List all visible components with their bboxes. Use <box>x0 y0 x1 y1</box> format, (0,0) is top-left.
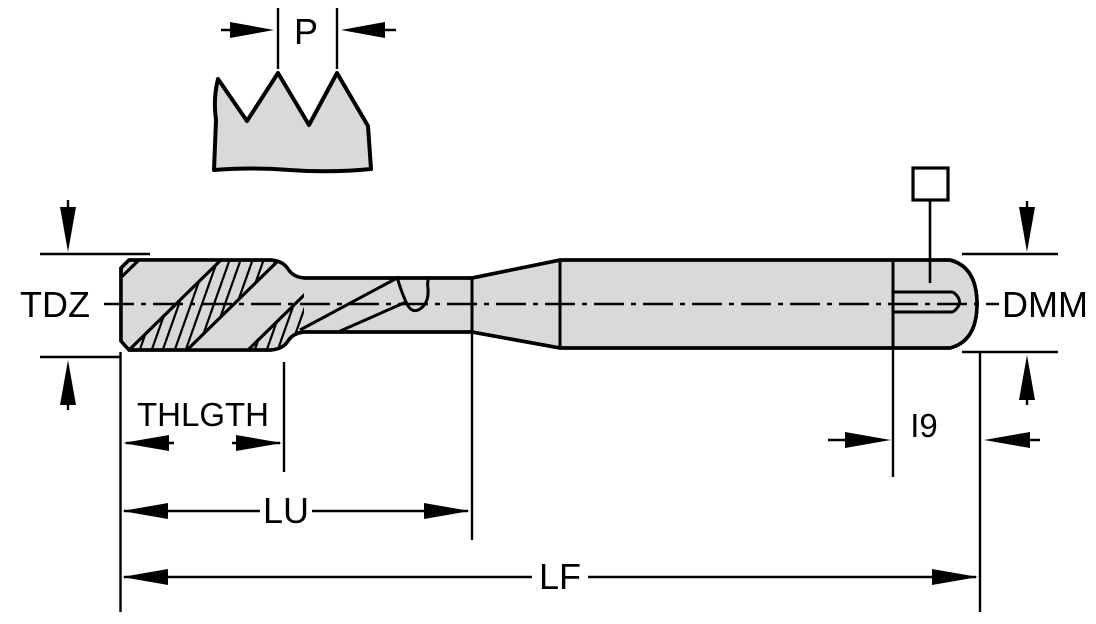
i9-arrow-left <box>828 432 891 448</box>
lf-label: LF <box>539 556 581 597</box>
tdz-arrow-bottom <box>60 360 76 410</box>
pitch-arrow-left <box>221 22 274 38</box>
thlgth-arrow-right <box>232 435 282 451</box>
thread-pitch-detail: P <box>212 8 396 174</box>
lu-label: LU <box>263 490 309 531</box>
dimension-thlgth: THLGTH <box>123 396 282 451</box>
square-flat-end-arc <box>952 290 961 314</box>
square-symbol <box>911 166 950 202</box>
lf-arrow-right <box>588 569 978 585</box>
dmm-arrow-top <box>1019 201 1035 252</box>
lu-arrow-right <box>312 503 470 519</box>
pitch-label: P <box>294 11 318 52</box>
lf-arrow-left <box>122 569 532 585</box>
tap-body <box>104 166 999 352</box>
dmm-label: DMM <box>1002 284 1088 325</box>
dimension-lf: LF <box>122 556 978 597</box>
dimension-i9: I9 <box>828 407 1040 448</box>
dimension-tdz: TDZ <box>20 200 150 410</box>
tdz-label: TDZ <box>20 284 90 325</box>
i9-arrow-right <box>984 432 1040 448</box>
extension-lines <box>119 334 982 612</box>
dimension-lu: LU <box>122 490 470 531</box>
dmm-arrow-bottom <box>1019 355 1035 405</box>
pitch-arrow-right <box>341 22 396 38</box>
thread-profile-shape <box>212 71 373 174</box>
dimension-dmm: DMM <box>962 201 1088 405</box>
flute-band-1 <box>121 260 229 350</box>
thlgth-arrow-left <box>123 435 174 451</box>
lu-arrow-left <box>122 503 260 519</box>
thlgth-label: THLGTH <box>137 396 269 433</box>
i9-label: I9 <box>910 407 938 444</box>
tap-silhouette-outline <box>119 258 979 352</box>
tdz-arrow-top <box>60 200 76 252</box>
